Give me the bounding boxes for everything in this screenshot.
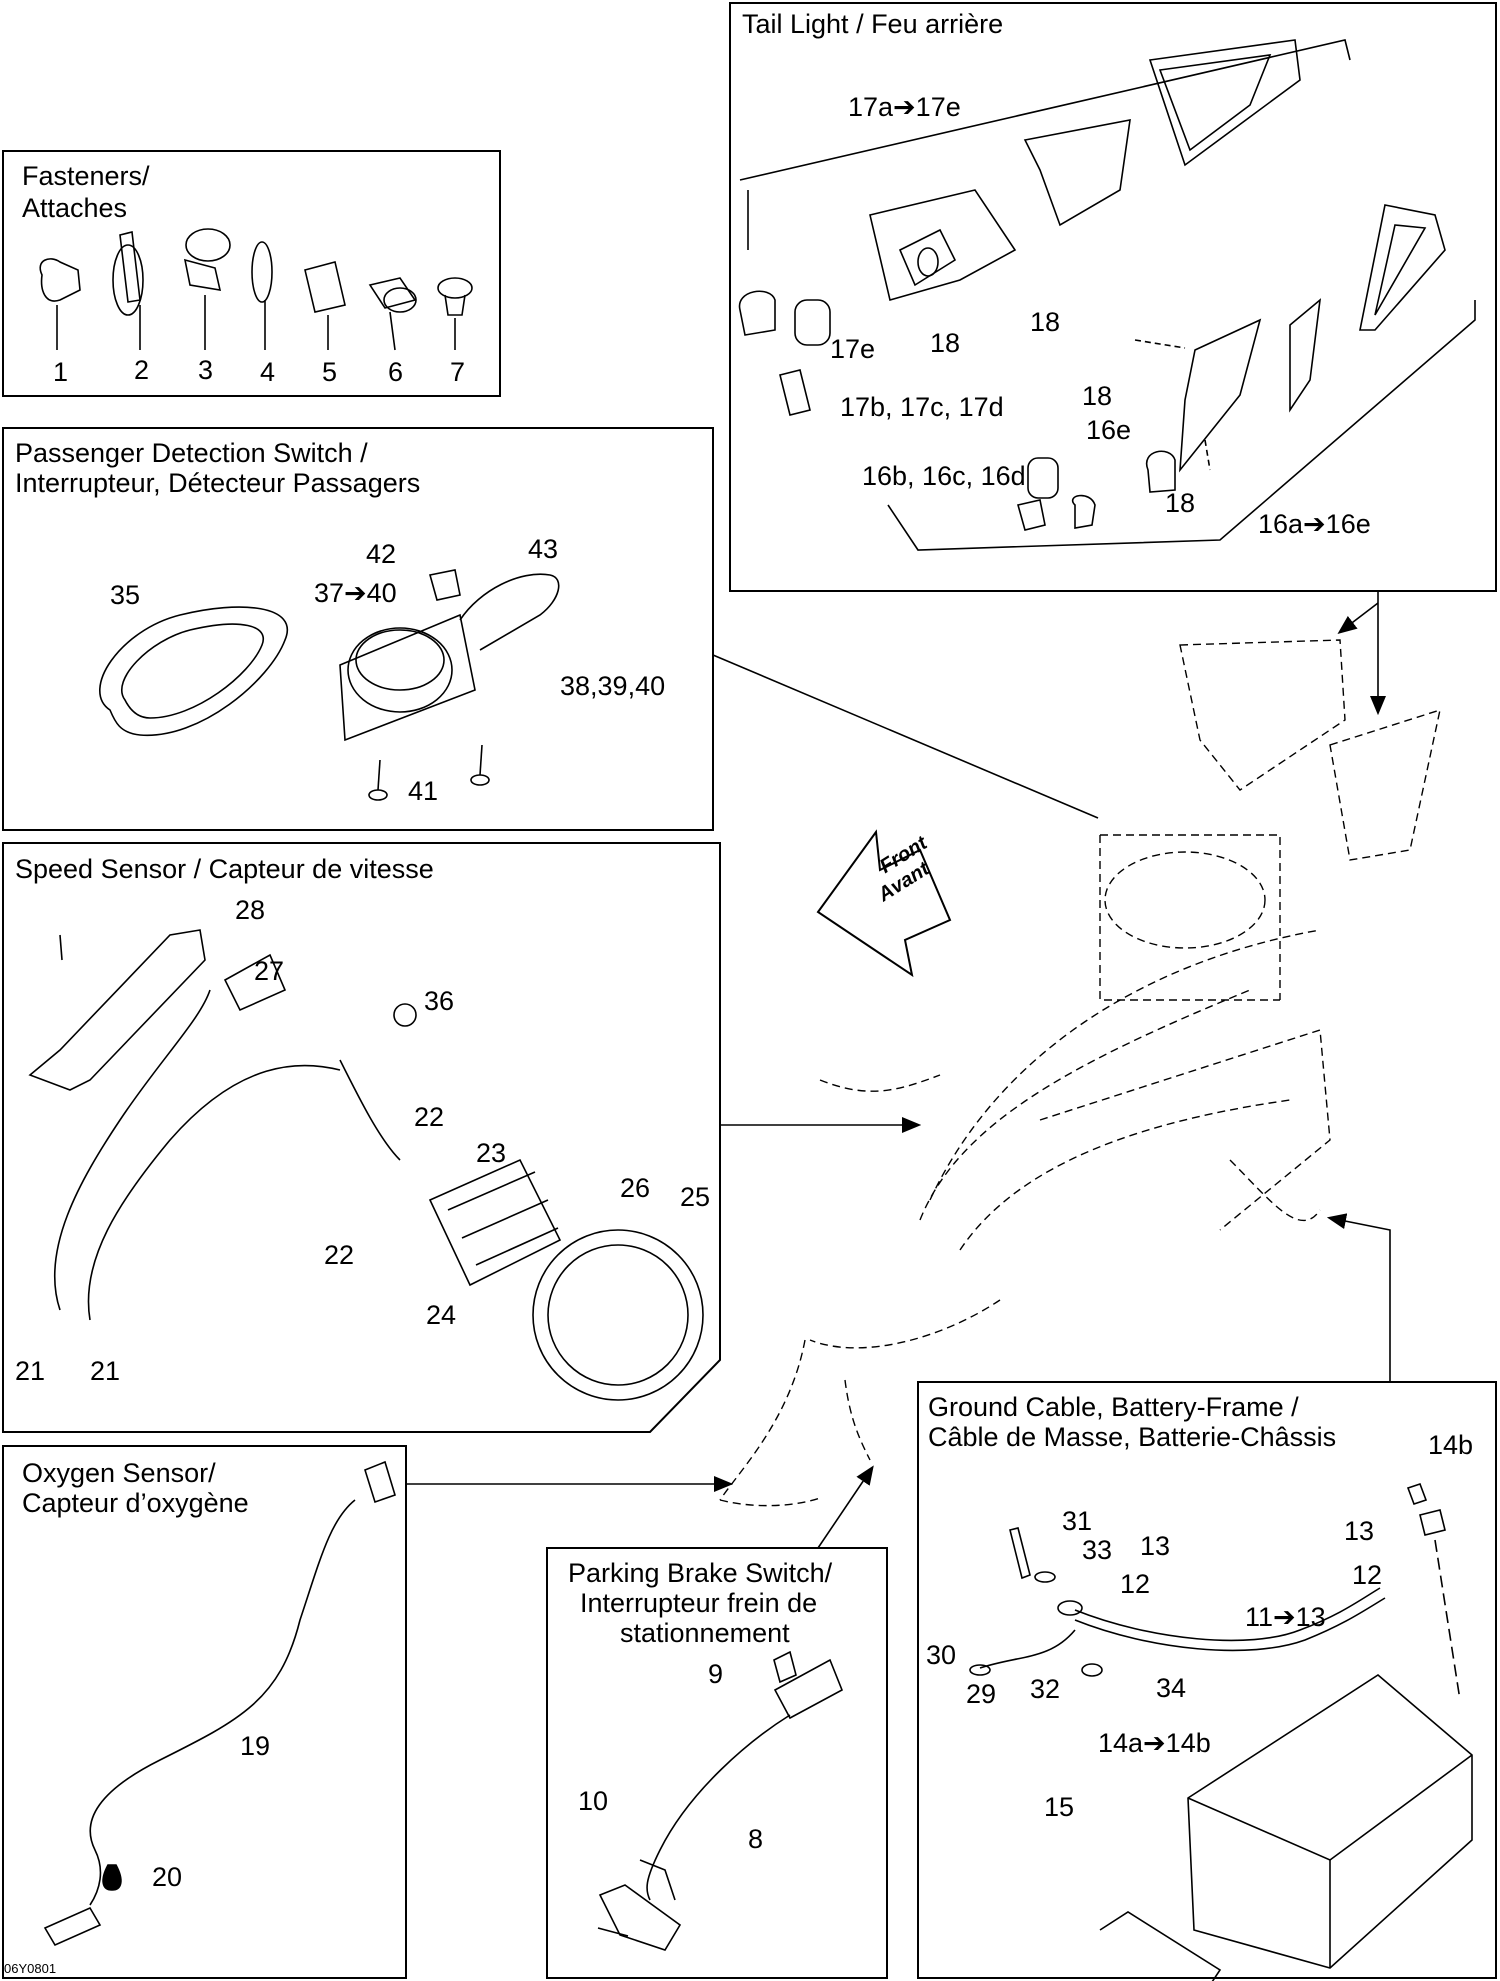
callout-14a-14b: 14a➔14b (1098, 1728, 1211, 1758)
callout-9: 9 (708, 1659, 724, 1689)
callout-16a-16e: 16a➔16e (1258, 509, 1371, 539)
callout-8: 8 (748, 1824, 764, 1854)
callout-43: 43 (528, 534, 559, 564)
callout-16b-16c-16d: 16b, 16c, 16d (862, 461, 1026, 491)
callout-31: 31 (1062, 1506, 1093, 1536)
speed-sensor-panel-frame (2, 842, 721, 1433)
callout-12-a: 12 (1120, 1569, 1151, 1599)
callout-23: 23 (476, 1138, 507, 1168)
ground-cable-title-line1: Ground Cable, Battery-Frame / (928, 1392, 1299, 1422)
callout-36: 36 (424, 986, 455, 1016)
callout-30: 30 (926, 1640, 957, 1670)
parking-brake-title-line3: stationnement (620, 1618, 790, 1648)
oxygen-sensor-panel-frame (2, 1445, 407, 1979)
callout-22-a: 22 (414, 1102, 445, 1132)
ground-cable-title-line2: Câble de Masse, Batterie-Châssis (928, 1422, 1337, 1452)
tail-light-panel-frame (729, 2, 1497, 592)
callout-26: 26 (620, 1173, 651, 1203)
ground-cable-assembly (969, 1482, 1473, 1981)
callout-21-b: 21 (90, 1356, 121, 1386)
callout-32: 32 (1030, 1674, 1061, 1704)
callout-13-a: 13 (1140, 1531, 1171, 1561)
parking-brake-panel-frame (546, 1547, 888, 1979)
callout-10: 10 (578, 1786, 609, 1816)
parking-brake-title-line2: Interrupteur frein de (580, 1588, 818, 1618)
parking-brake-title-line1: Parking Brake Switch/ (568, 1558, 833, 1588)
callout-28: 28 (235, 895, 266, 925)
callout-18-d: 18 (1165, 488, 1196, 518)
callout-41: 41 (408, 776, 439, 806)
callout-18-a: 18 (930, 328, 961, 358)
passenger-switch-assembly (99, 569, 560, 801)
callout-16e: 16e (1086, 415, 1132, 445)
parking-brake-assembly (597, 1650, 844, 1951)
callout-29: 29 (966, 1679, 997, 1709)
passenger-switch-panel-frame (2, 427, 714, 831)
callout-37-40: 37➔40 (314, 578, 397, 608)
passenger-switch-title-line1: Passenger Detection Switch / (15, 438, 368, 468)
callout-19: 19 (240, 1731, 271, 1761)
callout-21-a: 21 (15, 1356, 46, 1386)
oxygen-sensor-title-line2: Capteur d’oxygène (22, 1488, 249, 1518)
oxygen-sensor-title-line1: Oxygen Sensor/ (22, 1458, 216, 1488)
callout-12-b: 12 (1352, 1560, 1383, 1590)
fastener-callout-1: 1 (53, 357, 69, 387)
speed-sensor-title: Speed Sensor / Capteur de vitesse (15, 854, 434, 884)
fasteners-title-line1: Fasteners/ (22, 161, 150, 191)
callout-18-b: 18 (1030, 307, 1061, 337)
diagram-code: 06Y0801 (4, 1961, 57, 1976)
front-arrow-shape (816, 829, 952, 978)
callout-22-b: 22 (324, 1240, 355, 1270)
fasteners-panel-frame (2, 150, 501, 397)
oxygen-sensor-assembly (43, 1460, 396, 1947)
fastener-callout-5: 5 (322, 357, 338, 387)
callout-17a-17e: 17a➔17e (848, 92, 961, 122)
callout-25: 25 (680, 1182, 711, 1212)
callout-27: 27 (254, 956, 285, 986)
main-wiring-harness (719, 639, 1441, 1507)
passenger-switch-title-line2: Interrupteur, Détecteur Passagers (15, 468, 421, 498)
panel-connector-lines (406, 591, 1391, 1549)
callout-20: 20 (152, 1862, 183, 1892)
fastener-callout-6: 6 (388, 357, 404, 387)
fastener-callout-3: 3 (198, 355, 214, 385)
callout-17e: 17e (830, 334, 876, 364)
fastener-icons (39, 228, 473, 351)
callout-34: 34 (1156, 1673, 1187, 1703)
tail-light-title: Tail Light / Feu arrière (742, 9, 1004, 39)
callout-24: 24 (426, 1300, 457, 1330)
tail-light-assembly (738, 39, 1476, 551)
callout-33: 33 (1082, 1535, 1113, 1565)
callout-42: 42 (366, 539, 397, 569)
callout-38-39-40: 38,39,40 (560, 671, 666, 701)
callout-18-c: 18 (1082, 381, 1113, 411)
callout-14b: 14b (1428, 1430, 1474, 1460)
fastener-callout-4: 4 (260, 357, 276, 387)
fasteners-title-line2: Attaches (22, 193, 128, 223)
callout-17b-17c-17d: 17b, 17c, 17d (840, 392, 1004, 422)
callout-15: 15 (1044, 1792, 1075, 1822)
callout-35: 35 (110, 580, 141, 610)
callout-11-13: 11➔13 (1245, 1602, 1326, 1632)
ground-cable-panel-frame (917, 1381, 1497, 1979)
fastener-callout-7: 7 (450, 357, 466, 387)
fastener-callout-2: 2 (134, 355, 150, 385)
speed-sensor-assembly (28, 929, 704, 1401)
callout-13-b: 13 (1344, 1516, 1375, 1546)
